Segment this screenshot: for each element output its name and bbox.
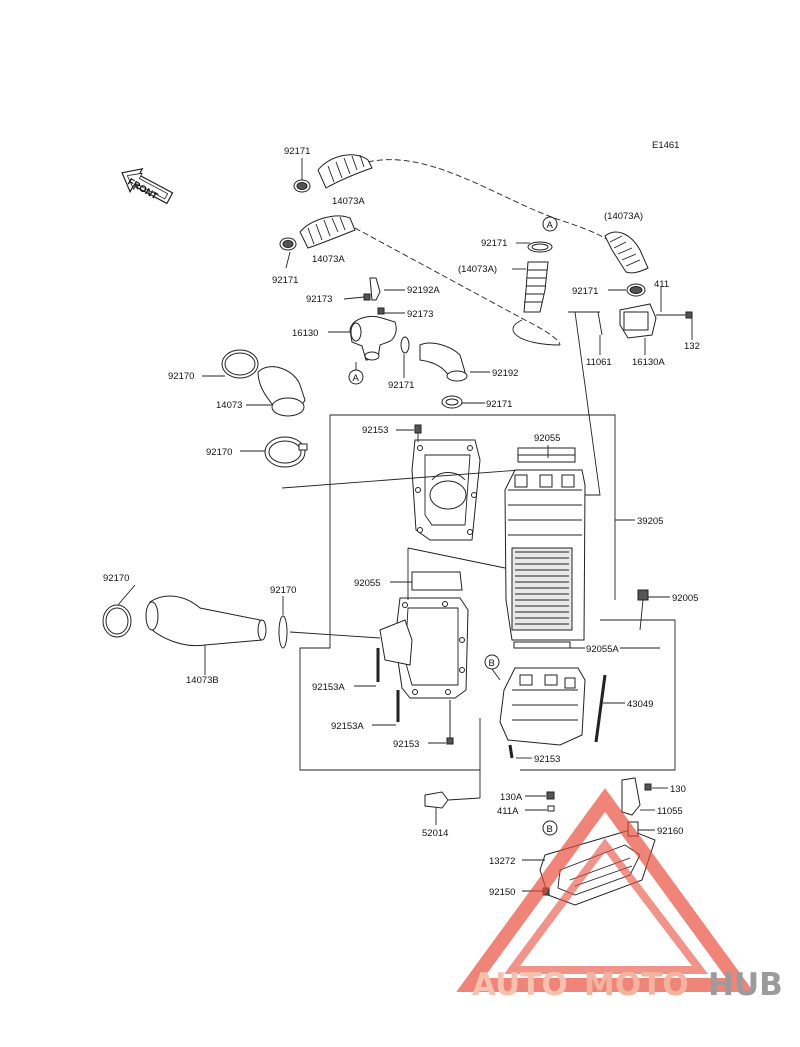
label-92192a: 92192A bbox=[407, 285, 440, 296]
label-92055-left: 92055 bbox=[354, 578, 380, 589]
bolt-92153-top bbox=[414, 424, 422, 434]
front-arrow-icon bbox=[121, 167, 174, 205]
watermark-part2: MOTO bbox=[584, 967, 689, 1003]
label-92170-b: 92170 bbox=[206, 447, 232, 458]
ref-marker-b-top: B bbox=[484, 654, 500, 670]
label-92171-r1: 92171 bbox=[481, 238, 507, 249]
label-411: 411 bbox=[654, 279, 669, 290]
bracket-16130a bbox=[619, 303, 693, 339]
fitting-52014 bbox=[424, 770, 481, 809]
hose-14073a-mid bbox=[299, 215, 356, 249]
label-14073b: 14073B bbox=[186, 675, 219, 686]
label-92153a-b: 92153A bbox=[331, 721, 364, 732]
watermark-part3: HUB bbox=[708, 967, 783, 1003]
hose-14073b bbox=[145, 595, 267, 647]
label-16130a: 16130A bbox=[632, 357, 665, 368]
gasket-92055a bbox=[513, 641, 571, 649]
intercooler-inlet-housing bbox=[379, 597, 469, 699]
label-130: 130 bbox=[670, 784, 686, 795]
label-14073a-p2: (14073A) bbox=[458, 264, 497, 275]
hose-92192 bbox=[419, 342, 468, 382]
hose-14073a-right bbox=[604, 231, 649, 274]
label-92171-c: 92171 bbox=[388, 380, 414, 391]
hose-14073a-top bbox=[317, 154, 373, 189]
clamp-92171-top bbox=[293, 179, 311, 193]
svg-text:B: B bbox=[489, 658, 495, 669]
ref-marker-b-bottom: B bbox=[542, 820, 558, 836]
leader-lines bbox=[117, 158, 693, 892]
label-92160: 92160 bbox=[657, 826, 683, 837]
ref-marker-a-top: A bbox=[542, 216, 558, 232]
intercooler-top-cover bbox=[411, 439, 481, 541]
label-14073a-top: 14073A bbox=[332, 196, 365, 207]
bracket-11061 bbox=[597, 311, 603, 336]
label-52014: 52014 bbox=[422, 828, 448, 839]
hose-14073 bbox=[257, 366, 306, 417]
label-92171-top: 92171 bbox=[284, 146, 310, 157]
label-14073: 14073 bbox=[216, 400, 242, 411]
label-14073a-mid: 14073A bbox=[312, 254, 345, 265]
fitting-92192a bbox=[369, 277, 381, 301]
label-92170-a: 92170 bbox=[168, 371, 194, 382]
label-92153-bottom: 92153 bbox=[393, 739, 419, 750]
part-labels: 92171 14073A 14073A 92171 92173 92192A 9… bbox=[103, 146, 700, 898]
bolt-92153-bottom bbox=[446, 700, 454, 745]
label-92055a: 92055A bbox=[586, 644, 619, 655]
plug-92005 bbox=[637, 589, 649, 631]
watermark-part1: AUTO bbox=[472, 967, 568, 1003]
label-92173-a: 92173 bbox=[306, 294, 332, 305]
gasket-92055-left bbox=[411, 571, 463, 591]
assembly-frame bbox=[299, 414, 676, 771]
bolt-130a bbox=[546, 791, 555, 812]
bolt-92153-right bbox=[508, 744, 514, 759]
label-92153-right: 92153 bbox=[534, 754, 560, 765]
gasket-92055-top bbox=[517, 447, 576, 463]
valve-16130 bbox=[349, 316, 397, 361]
label-130a: 130A bbox=[500, 792, 523, 803]
ring-92171 bbox=[400, 336, 410, 354]
hose-14073a-center bbox=[523, 261, 549, 313]
svg-text:A: A bbox=[547, 220, 554, 231]
clamp-92170-a bbox=[221, 349, 259, 379]
label-39205: 39205 bbox=[637, 516, 663, 527]
intercooler-lower-housing bbox=[499, 667, 586, 746]
bracket-11055 bbox=[621, 777, 652, 816]
label-14073a-p1: (14073A) bbox=[604, 211, 643, 222]
clamp-92170-c bbox=[102, 604, 132, 638]
ref-marker-a-mid: A bbox=[348, 369, 364, 385]
label-13272: 13272 bbox=[489, 856, 515, 867]
clamp-92171-center bbox=[527, 241, 553, 253]
clamp-92171-lower bbox=[441, 395, 463, 409]
label-11061: 11061 bbox=[586, 357, 612, 368]
label-43049: 43049 bbox=[627, 699, 653, 710]
svg-text:A: A bbox=[353, 373, 360, 384]
watermark-logo: AUTO MOTO HUB bbox=[456, 788, 783, 1003]
svg-text:B: B bbox=[547, 824, 553, 835]
clamp-92170-d bbox=[278, 615, 288, 649]
label-92171-d: 92171 bbox=[486, 399, 512, 410]
label-92192: 92192 bbox=[492, 368, 518, 379]
label-92171-r2: 92171 bbox=[572, 286, 598, 297]
tube-43049 bbox=[594, 674, 607, 743]
clamp-92170-b bbox=[264, 436, 308, 468]
label-92171-mid: 92171 bbox=[272, 275, 298, 286]
label-132: 132 bbox=[684, 341, 700, 352]
label-92153a-a: 92153A bbox=[312, 682, 345, 693]
label-11055: 11055 bbox=[657, 806, 683, 817]
label-92170-c: 92170 bbox=[103, 573, 129, 584]
label-92055-top: 92055 bbox=[534, 433, 560, 444]
label-92173-b: 92173 bbox=[407, 309, 433, 320]
clamp-92171-right bbox=[626, 283, 646, 297]
label-92150: 92150 bbox=[489, 887, 515, 898]
label-92170-d: 92170 bbox=[270, 585, 296, 596]
label-16130: 16130 bbox=[292, 328, 318, 339]
label-92005: 92005 bbox=[672, 593, 698, 604]
label-411a: 411A bbox=[497, 806, 519, 817]
clamp-92171-mid bbox=[279, 237, 297, 251]
label-92153-top: 92153 bbox=[362, 425, 388, 436]
intercooler-core bbox=[504, 469, 586, 641]
diagram-code: E1461 bbox=[652, 140, 679, 151]
